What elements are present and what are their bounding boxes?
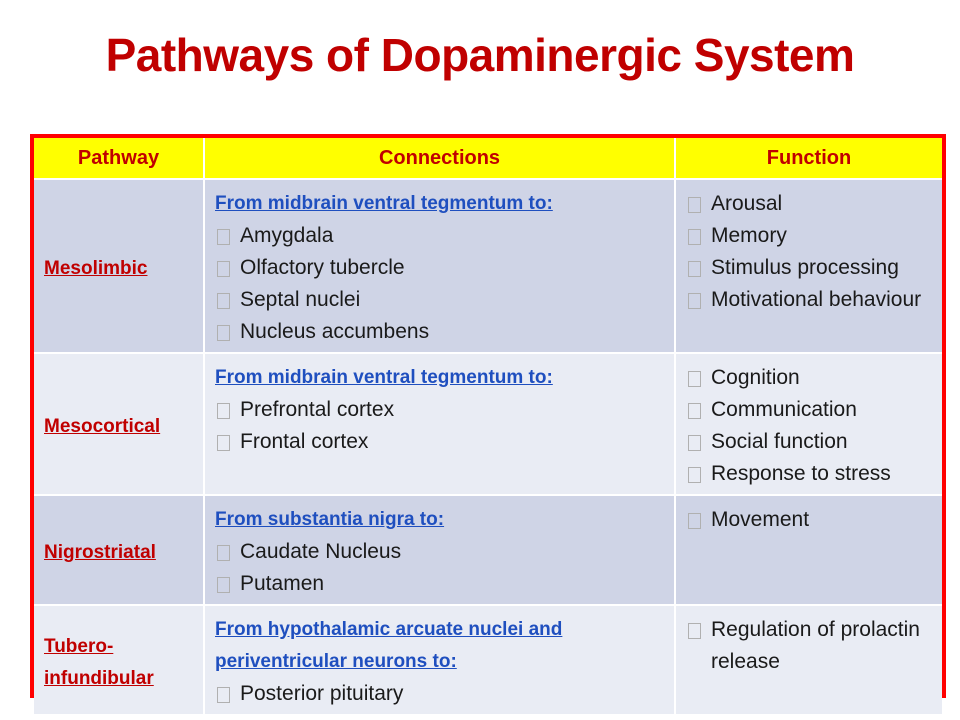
empty-box-bullet-icon <box>217 229 230 245</box>
empty-box-bullet-icon <box>217 261 230 277</box>
list-item: Regulation of prolactin release <box>686 614 936 678</box>
empty-box-bullet-icon <box>217 325 230 341</box>
pathways-table-container: Pathway Connections Function Mesolimbic … <box>30 134 946 716</box>
function-cell: Movement <box>675 495 942 606</box>
list-item: Memory <box>686 220 936 252</box>
pathway-link-mesolimbic[interactable]: Mesolimbic <box>44 258 148 279</box>
list-item: Amygdala <box>215 220 668 252</box>
table-header-row: Pathway Connections Function <box>34 138 942 180</box>
table-row: Mesocortical From midbrain ventral tegme… <box>34 353 942 496</box>
empty-box-bullet-icon <box>688 467 701 483</box>
function-cell: Arousal Memory Stimulus processing Motiv… <box>675 179 942 354</box>
function-cell: Cognition Communication Social function … <box>675 353 942 496</box>
list-item: Caudate Nucleus <box>215 536 668 568</box>
pathway-link-tubero-infundibular[interactable]: Tubero-infundibular <box>44 636 154 689</box>
connections-lead-link[interactable]: From substantia nigra to: <box>215 509 445 530</box>
function-cell: Regulation of prolactin release <box>675 605 942 716</box>
page-title: Pathways of Dopaminergic System <box>105 29 855 81</box>
connections-lead-link[interactable]: From midbrain ventral tegmentum to: <box>215 193 553 214</box>
empty-box-bullet-icon <box>217 577 230 593</box>
list-item: Motivational behaviour <box>686 284 936 316</box>
list-item: Nucleus accumbens <box>215 316 668 348</box>
list-item: Prefrontal cortex <box>215 394 668 426</box>
connections-lead-link[interactable]: From hypothalamic arcuate nuclei and per… <box>215 619 563 672</box>
list-item: Movement <box>686 504 936 536</box>
empty-box-bullet-icon <box>688 403 701 419</box>
table-row: Tubero-infundibular From hypothalamic ar… <box>34 605 942 716</box>
empty-box-bullet-icon <box>217 403 230 419</box>
connections-lead-link[interactable]: From midbrain ventral tegmentum to: <box>215 367 553 388</box>
pathway-link-nigrostriatal[interactable]: Nigrostriatal <box>44 542 156 563</box>
empty-box-bullet-icon <box>688 623 701 639</box>
empty-box-bullet-icon <box>217 293 230 309</box>
list-item: Cognition <box>686 362 936 394</box>
connections-cell: From midbrain ventral tegmentum to: Pref… <box>204 353 676 496</box>
pathways-table: Pathway Connections Function Mesolimbic … <box>34 138 942 716</box>
header-pathway: Pathway <box>34 138 205 180</box>
header-function: Function <box>675 138 942 180</box>
connections-cell: From midbrain ventral tegmentum to: Amyg… <box>204 179 676 354</box>
pathway-cell: Mesocortical <box>34 353 205 496</box>
empty-box-bullet-icon <box>688 513 701 529</box>
empty-box-bullet-icon <box>217 435 230 451</box>
pathway-cell: Mesolimbic <box>34 179 205 354</box>
list-item: Frontal cortex <box>215 426 668 458</box>
pathway-link-mesocortical[interactable]: Mesocortical <box>44 416 161 437</box>
connections-cell: From substantia nigra to: Caudate Nucleu… <box>204 495 676 606</box>
list-item: Arousal <box>686 188 936 220</box>
pathway-cell: Nigrostriatal <box>34 495 205 606</box>
table-row: Nigrostriatal From substantia nigra to: … <box>34 495 942 606</box>
list-item: Posterior pituitary <box>215 678 668 710</box>
list-item: Social function <box>686 426 936 458</box>
list-item: Stimulus processing <box>686 252 936 284</box>
list-item: Response to stress <box>686 458 936 490</box>
empty-box-bullet-icon <box>688 261 701 277</box>
empty-box-bullet-icon <box>688 371 701 387</box>
list-item: Putamen <box>215 568 668 600</box>
list-item: Septal nuclei <box>215 284 668 316</box>
table-row: Mesolimbic From midbrain ventral tegment… <box>34 179 942 354</box>
empty-box-bullet-icon <box>688 293 701 309</box>
list-item: Olfactory tubercle <box>215 252 668 284</box>
header-connections: Connections <box>204 138 676 180</box>
empty-box-bullet-icon <box>217 545 230 561</box>
connections-cell: From hypothalamic arcuate nuclei and per… <box>204 605 676 716</box>
pathway-cell: Tubero-infundibular <box>34 605 205 716</box>
empty-box-bullet-icon <box>217 687 230 703</box>
empty-box-bullet-icon <box>688 197 701 213</box>
empty-box-bullet-icon <box>688 229 701 245</box>
list-item: Communication <box>686 394 936 426</box>
empty-box-bullet-icon <box>688 435 701 451</box>
